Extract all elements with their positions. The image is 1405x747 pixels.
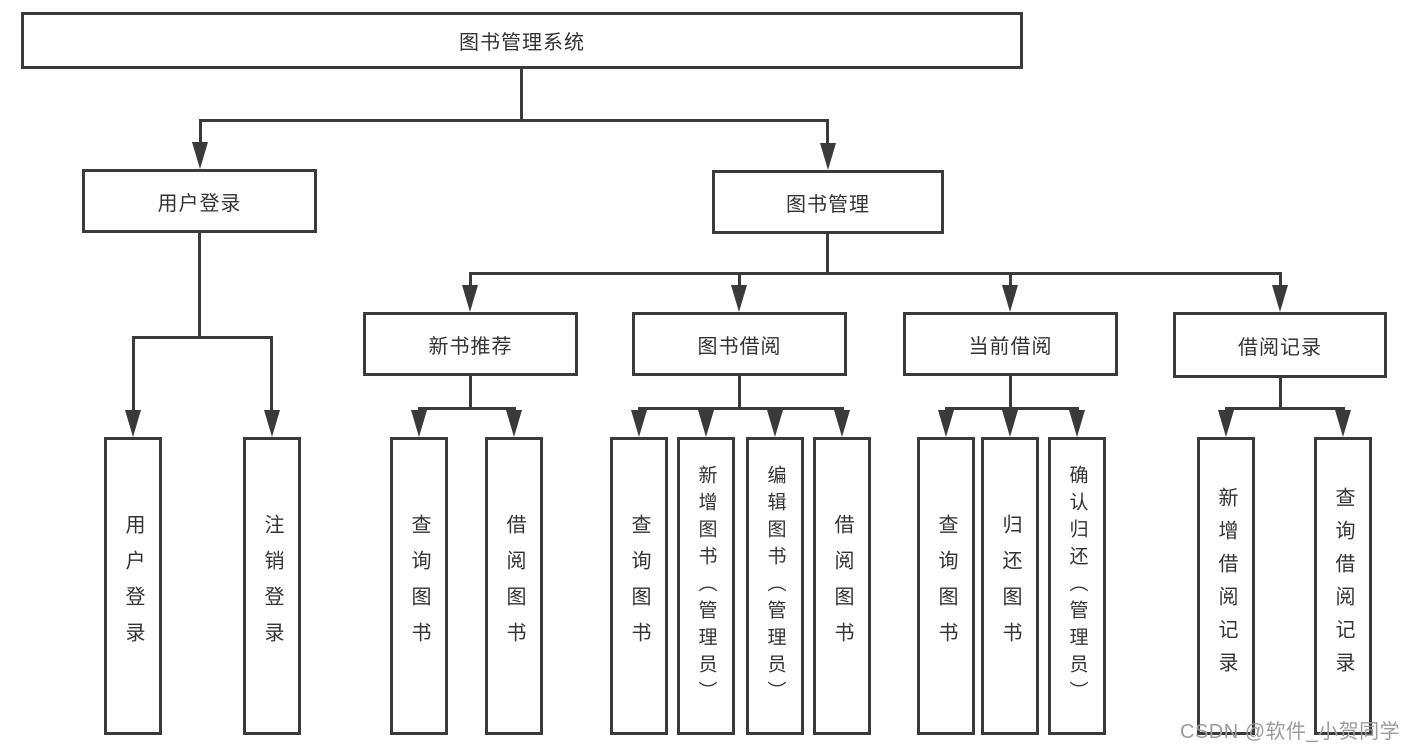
leaf-add-borrow-record-label: 新增借阅记录 [1215,487,1237,685]
leaf-confirm-return-admin-label: 确认归还（管理员） [1066,464,1088,708]
arrow-down-icon [1218,410,1234,437]
connector-hbar [418,407,516,410]
leaf-add-book-admin-label: 新增图书（管理员） [695,464,717,708]
connector-hbar [638,407,844,410]
connector-drop-user-login [199,119,202,146]
leaf-return-book: 归还图书 [981,437,1039,735]
connector-root-stem [520,69,523,119]
node-borrow-records-label: 借阅记录 [1238,336,1322,359]
leaf-edit-book-admin-label: 编辑图书（管理员） [764,464,786,708]
arrow-down-icon [820,143,836,170]
connector-stem [1009,376,1012,409]
leaf-borrow-books-1: 借阅图书 [485,437,543,735]
connector-stem [469,376,472,409]
connector-hbar [945,407,1079,410]
leaf-query-books-3: 查询图书 [917,437,975,735]
arrow-down-icon [192,142,208,169]
leaf-query-books-2: 查询图书 [610,437,668,735]
leaf-query-borrow-record-label: 查询借阅记录 [1332,487,1354,685]
connector-drop [1009,272,1012,288]
arrow-down-icon [767,410,783,437]
node-book-management: 图书管理 [712,170,944,234]
arrow-down-icon [264,410,280,437]
arrow-down-icon [631,410,647,437]
arrow-down-icon [834,410,850,437]
arrow-down-icon [411,410,427,437]
leaf-user-login: 用户登录 [104,437,162,735]
node-user-login: 用户登录 [82,169,317,233]
arrow-down-icon [1335,410,1351,437]
node-current-borrow-label: 当前借阅 [968,335,1053,358]
connector-stem [738,376,741,409]
connector-level2-hbar [469,272,1281,275]
leaf-borrow-books-1-label: 借阅图书 [503,514,525,658]
arrow-down-icon [938,410,954,437]
leaf-query-books-1-label: 查询图书 [408,514,430,658]
node-root-label: 图书管理系统 [459,32,585,54]
connector-book-management-stem [826,234,829,275]
connector-hbar [1225,407,1345,410]
leaf-add-borrow-record: 新增借阅记录 [1197,437,1255,735]
leaf-borrow-books-2: 借阅图书 [813,437,871,735]
csdn-watermark: CSDN @软件_小贺同学 [1180,721,1401,743]
leaf-query-books-1: 查询图书 [390,437,448,735]
arrow-down-icon [1002,285,1018,312]
node-book-borrow-label: 图书借阅 [697,335,782,358]
connector-drop [469,272,472,288]
connector-drop [1279,272,1282,288]
arrow-down-icon [731,285,747,312]
arrow-down-icon [698,410,714,437]
leaf-return-book-label: 归还图书 [999,514,1021,658]
arrow-down-icon [1002,410,1018,437]
arrow-down-icon [506,410,522,437]
node-book-management-label: 图书管理 [786,193,870,216]
connector-user-login-hbar [132,336,273,339]
connector-user-login-stem [198,232,201,336]
arrow-down-icon [1272,285,1288,312]
connector-drop [132,336,135,414]
leaf-query-borrow-record: 查询借阅记录 [1314,437,1372,735]
leaf-confirm-return-admin: 确认归还（管理员） [1048,437,1106,735]
connector-stem [1279,378,1282,409]
leaf-query-books-2-label: 查询图书 [628,514,650,658]
leaf-logout-label: 注销登录 [261,514,283,658]
node-new-book-recommend: 新书推荐 [363,312,578,376]
leaf-edit-book-admin: 编辑图书（管理员） [746,437,804,735]
arrow-down-icon [125,410,141,437]
connector-root-hbar [199,119,829,122]
node-borrow-records: 借阅记录 [1173,312,1387,378]
node-root: 图书管理系统 [21,12,1023,69]
leaf-borrow-books-2-label: 借阅图书 [831,514,853,658]
node-current-borrow: 当前借阅 [903,312,1118,376]
node-new-book-recommend-label: 新书推荐 [428,335,513,358]
arrow-down-icon [462,285,478,312]
connector-drop [270,336,273,414]
arrow-down-icon [1069,410,1085,437]
connector-drop-book-management [826,119,829,147]
leaf-user-login-label: 用户登录 [122,514,144,658]
leaf-logout: 注销登录 [243,437,301,735]
node-user-login-label: 用户登录 [157,192,242,215]
leaf-query-books-3-label: 查询图书 [935,514,957,658]
node-book-borrow: 图书借阅 [632,312,847,376]
leaf-add-book-admin: 新增图书（管理员） [677,437,735,735]
connector-drop [738,272,741,288]
